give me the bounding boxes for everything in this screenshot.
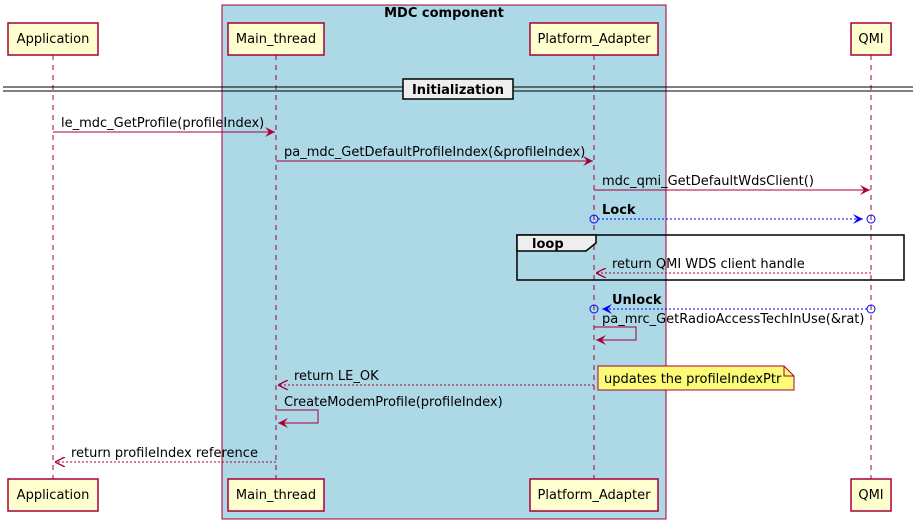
participant-label: Platform_Adapter [538,32,652,47]
participant-label: Main_thread [236,488,316,503]
message-label: le_mdc_GetProfile(profileIndex) [61,116,264,131]
message-label: mdc_qmi_GetDefaultWdsClient() [602,174,814,189]
message-m6: Unlock [589,293,876,314]
message-label: return profileIndex reference [71,446,258,461]
loop-fragment: loop [516,234,905,281]
loop-label: loop [532,237,564,252]
message-label: pa_mdc_GetDefaultProfileIndex(&profileIn… [284,145,585,160]
participant-main-top: Main_thread [227,22,325,56]
divider-label: Initialization [412,83,504,98]
component-box-title: MDC component [384,6,504,21]
message-m2: pa_mdc_GetDefaultProfileIndex(&profileIn… [276,145,593,166]
note-text: updates the profileIndexPtr [604,372,782,387]
message-m1: le_mdc_GetProfile(profileIndex) [53,116,275,137]
participant-pa-top: Platform_Adapter [529,22,659,56]
message-m9: CreateModemProfile(profileIndex) [276,395,503,428]
message-m3: mdc_qmi_GetDefaultWdsClient() [594,174,870,195]
participant-label: Platform_Adapter [538,488,652,503]
participant-pa-bottom: Platform_Adapter [529,478,659,512]
message-label: Lock [602,203,636,218]
participant-label: Application [17,488,90,503]
message-m5: return QMI WDS client handle [596,257,871,273]
message-label: return LE_OK [294,369,379,384]
participant-label: QMI [858,488,883,503]
note: updates the profileIndexPtr [597,365,795,391]
divider: Initialization [3,78,913,100]
message-label: Unlock [612,293,662,308]
participant-qmi-top: QMI [850,22,892,56]
participant-main-bottom: Main_thread [227,478,325,512]
participant-qmi-bottom: QMI [850,478,892,512]
participant-app-bottom: Application [7,478,99,512]
message-m4: Lock [589,203,876,224]
participant-label: Application [17,32,90,47]
participant-label: Main_thread [236,32,316,47]
message-label: pa_mrc_GetRadioAccessTechInUse(&rat) [602,312,864,327]
message-m7: pa_mrc_GetRadioAccessTechInUse(&rat) [594,312,864,345]
message-m10: return profileIndex reference [55,446,276,462]
message-label: return QMI WDS client handle [612,257,805,272]
participant-label: QMI [858,32,883,47]
participant-app-top: Application [7,22,99,56]
message-m8: return LE_OK [278,369,594,385]
message-label: CreateModemProfile(profileIndex) [284,395,503,410]
